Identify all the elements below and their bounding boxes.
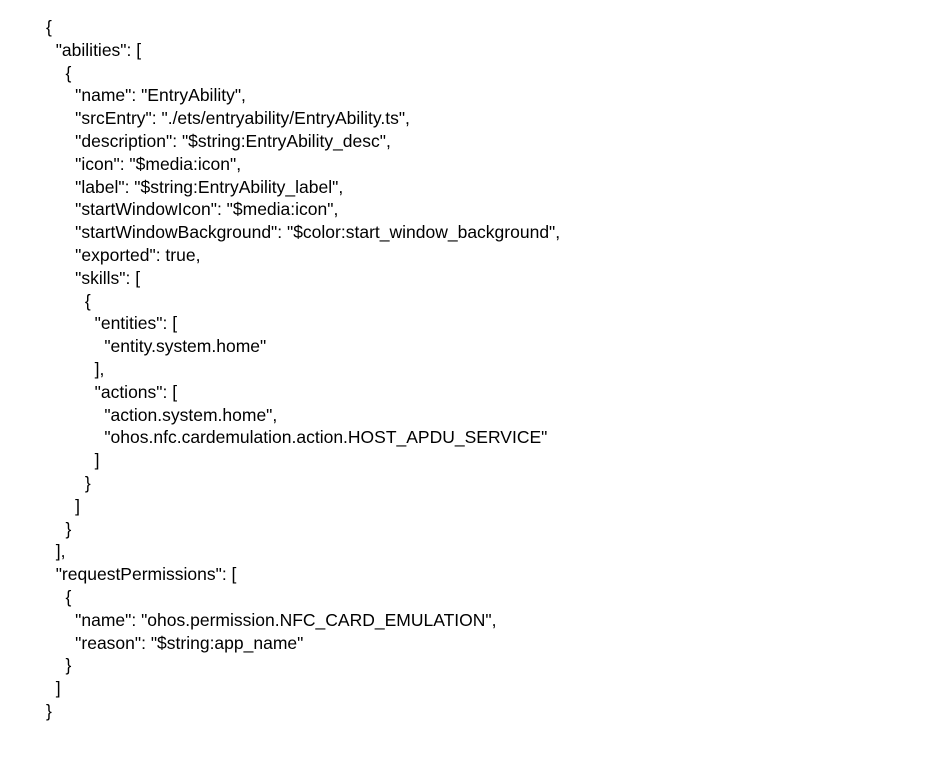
code-line: { <box>46 17 52 37</box>
code-line: } <box>46 472 91 493</box>
code-line: "entities": [ <box>46 313 178 334</box>
code-line: ] <box>46 678 61 699</box>
code-line: "description": "$string:EntryAbility_des… <box>46 130 391 151</box>
code-line: "reason": "$string:app_name" <box>46 632 304 653</box>
code-line: "skills": [ <box>46 267 141 288</box>
code-line: "label": "$string:EntryAbility_label", <box>46 176 344 197</box>
code-line: { <box>46 62 72 83</box>
code-line: "ohos.nfc.cardemulation.action.HOST_APDU… <box>46 427 548 448</box>
code-line: { <box>46 290 91 311</box>
code-line: "name": "ohos.permission.NFC_CARD_EMULAT… <box>46 609 497 630</box>
code-line: "entity.system.home" <box>46 336 267 357</box>
code-line: } <box>46 518 72 539</box>
code-line: "action.system.home", <box>46 404 278 425</box>
code-line: "name": "EntryAbility", <box>46 85 246 106</box>
code-line: { <box>46 586 72 607</box>
code-line: ], <box>46 358 105 379</box>
code-line: "actions": [ <box>46 381 178 402</box>
code-line: ] <box>46 495 81 516</box>
code-line: "requestPermissions": [ <box>46 564 237 585</box>
code-line: ] <box>46 450 100 471</box>
code-line: } <box>46 700 52 721</box>
code-line: "srcEntry": "./ets/entryability/EntryAbi… <box>46 108 410 129</box>
code-line: "icon": "$media:icon", <box>46 153 242 174</box>
code-line: "exported": true, <box>46 244 201 265</box>
json-config-text: { "abilities": [ { "name": "EntryAbility… <box>46 16 926 723</box>
code-line: "startWindowIcon": "$media:icon", <box>46 199 339 220</box>
code-line: ], <box>46 541 66 562</box>
code-line: } <box>46 655 72 676</box>
code-line: "startWindowBackground": "$color:start_w… <box>46 222 561 243</box>
code-line: "abilities": [ <box>46 39 142 60</box>
